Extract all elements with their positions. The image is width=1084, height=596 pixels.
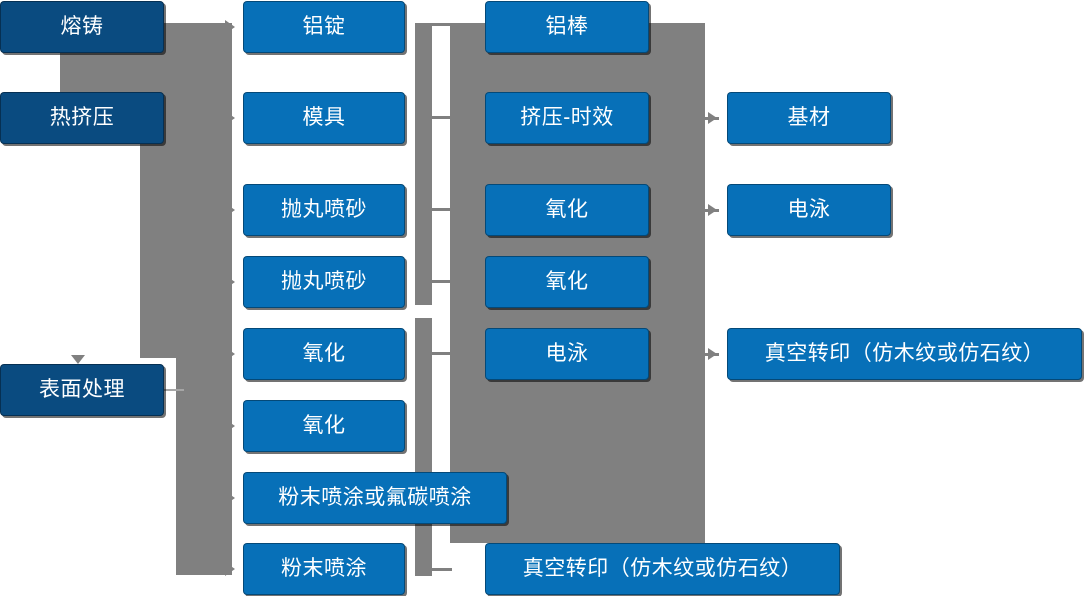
- connector-arrow-to-out-3: [708, 348, 717, 360]
- connector-mid-stub-3: [432, 208, 452, 211]
- material-box-powder-coating[interactable]: 粉末喷涂: [243, 543, 405, 595]
- process-box-aluminum-bar[interactable]: 铝棒: [485, 1, 649, 53]
- connector-arrow-down-to-stage-3: [71, 355, 85, 364]
- material-box-shot-blasting-1[interactable]: 抛丸喷砂: [243, 184, 405, 236]
- connector-arrow-to-mat-1: [225, 20, 235, 34]
- connector-mid-stub-6: [432, 568, 452, 571]
- material-box-aluminum-ingot[interactable]: 铝锭: [243, 1, 405, 53]
- connector-arrow-to-mat-8: [225, 562, 235, 576]
- connector-arrow-to-mat-3: [225, 203, 235, 217]
- connector-arrow-to-mat-7: [225, 491, 235, 505]
- material-box-mold[interactable]: 模具: [243, 92, 405, 144]
- stage-box-surface-treatment[interactable]: 表面处理: [0, 364, 164, 416]
- process-box-oxidation-1[interactable]: 氧化: [485, 184, 649, 236]
- process-box-extrusion-aging[interactable]: 挤压-时效: [485, 92, 649, 144]
- connector-arrow-down-to-stage-2: [71, 82, 85, 91]
- stage-box-melting[interactable]: 熔铸: [0, 1, 164, 53]
- connector-mid-rail-left-upper: [415, 23, 432, 305]
- connector-arrow-to-out-2: [708, 204, 717, 216]
- process-box-electrophoresis[interactable]: 电泳: [485, 328, 649, 380]
- output-box-vacuum-transfer-printing[interactable]: 真空转印（仿木纹或仿石纹）: [727, 328, 1082, 380]
- connector-arrow-to-mat-2: [225, 111, 235, 125]
- connector-stage-trunk-lower: [176, 23, 232, 575]
- material-box-oxidation-2[interactable]: 氧化: [243, 400, 405, 452]
- connector-arrow-to-mat-6: [225, 419, 235, 433]
- connector-arrow-to-mat-4: [225, 275, 235, 289]
- stage-box-hot-extrusion[interactable]: 热挤压: [0, 92, 164, 144]
- output-box-substrate[interactable]: 基材: [727, 92, 891, 144]
- connector-mid-stub-2: [432, 116, 452, 119]
- connector-arrow-to-out-1: [708, 112, 717, 124]
- material-box-powder-or-fluorocarbon-coating[interactable]: 粉末喷涂或氟碳喷涂: [243, 472, 507, 524]
- process-box-oxidation-2[interactable]: 氧化: [485, 256, 649, 308]
- connector-mid-rail-left-lower: [415, 318, 432, 576]
- connector-mid-stub-5: [432, 352, 452, 355]
- connector-mid-stub-4: [432, 280, 452, 283]
- connector-mid-stub-1: [432, 23, 452, 26]
- material-box-shot-blasting-2[interactable]: 抛丸喷砂: [243, 256, 405, 308]
- material-box-oxidation-1[interactable]: 氧化: [243, 328, 405, 380]
- connector-arrow-to-mat-5: [225, 347, 235, 361]
- connector-hairline-stage-3: [164, 389, 184, 391]
- output-box-electrophoresis[interactable]: 电泳: [727, 184, 891, 236]
- process-box-vacuum-transfer-printing[interactable]: 真空转印（仿木纹或仿石纹）: [485, 543, 840, 595]
